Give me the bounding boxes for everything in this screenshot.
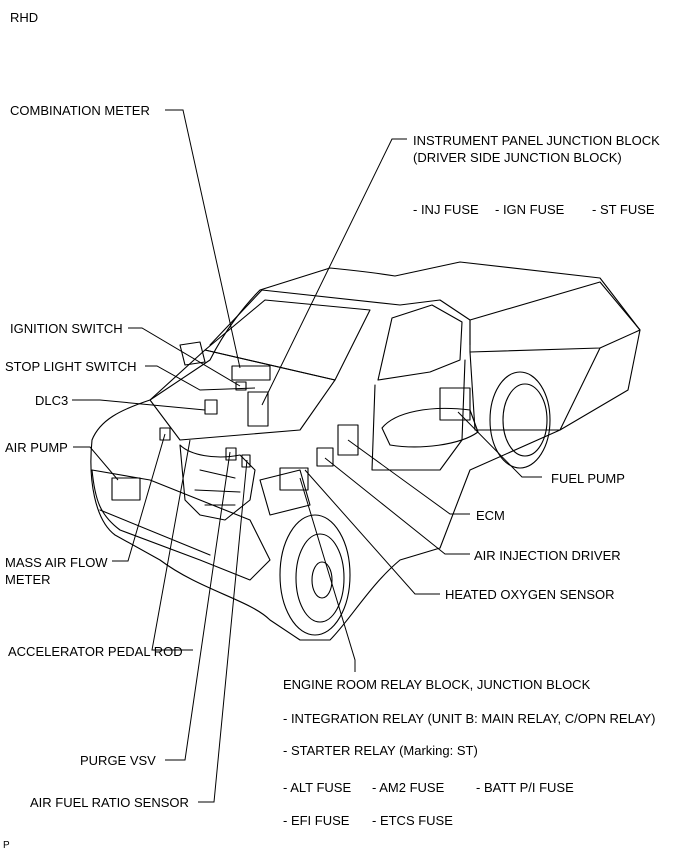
headlight [259, 469, 311, 516]
label-heated-oxygen-sensor: HEATED OXYGEN SENSOR [445, 587, 615, 602]
front-wheel [279, 514, 351, 636]
label-am2-fuse: - AM2 FUSE [372, 780, 445, 795]
front-bumper [91, 469, 271, 581]
label-etcs-fuse: - ETCS FUSE [372, 813, 453, 828]
leader-ip-junction-block [261, 138, 407, 406]
label-ip-junction-block-2: (DRIVER SIDE JUNCTION BLOCK) [413, 150, 622, 165]
leader-ignition-switch [128, 327, 241, 387]
leader-air-injection-driver [324, 457, 470, 555]
leader-maf [112, 433, 166, 562]
truck-body-outline [90, 261, 641, 641]
purge-vsv-part [225, 447, 237, 461]
leader-air-pump [73, 446, 119, 481]
engine [179, 444, 256, 521]
page-marker: P [3, 840, 10, 851]
label-ip-junction-block-1: INSTRUMENT PANEL JUNCTION BLOCK [413, 133, 660, 148]
leader-combination-meter [165, 109, 241, 369]
label-alt-fuse: - ALT FUSE [283, 780, 352, 795]
air-pump-part [111, 477, 141, 501]
ignition-switch-part [235, 381, 247, 391]
windshield [204, 299, 371, 381]
label-ign-fuse: - IGN FUSE [495, 202, 565, 217]
label-purge-vsv: PURGE VSV [80, 753, 156, 768]
dlc3-part [204, 399, 218, 415]
label-accelerator-pedal-rod: ACCELERATOR PEDAL ROD [8, 644, 183, 659]
label-air-pump: AIR PUMP [5, 440, 68, 455]
combination-meter-part [231, 365, 271, 381]
truck-bed [469, 281, 641, 353]
label-batt-pi-fuse: - BATT P/I FUSE [476, 780, 574, 795]
label-combination-meter: COMBINATION METER [10, 103, 150, 118]
label-efi-fuse: - EFI FUSE [283, 813, 350, 828]
rear-wheel [489, 371, 551, 469]
label-starter-relay: - STARTER RELAY (Marking: ST) [283, 743, 478, 758]
air-injection-driver-part [316, 447, 334, 467]
leader-stop-light-switch [145, 365, 256, 391]
door-line [371, 359, 466, 471]
junction-block-part [247, 391, 269, 427]
label-integration-relay: - INTEGRATION RELAY (UNIT B: MAIN RELAY,… [283, 711, 656, 726]
label-mass-air-flow-2: METER [5, 572, 51, 587]
leader-accelerator-pedal-rod [151, 439, 193, 651]
leader-dlc3 [72, 399, 206, 411]
label-air-injection-driver: AIR INJECTION DRIVER [474, 548, 621, 563]
label-engine-room-relay-block: ENGINE ROOM RELAY BLOCK, JUNCTION BLOCK [283, 677, 591, 692]
maf-part [159, 427, 171, 441]
fuel-tank [381, 407, 479, 448]
label-inj-fuse: - INJ FUSE [413, 202, 479, 217]
leader-fuel-pump [457, 411, 542, 478]
label-st-fuse: - ST FUSE [592, 202, 655, 217]
cab-roof [209, 289, 471, 346]
relay-block-part [279, 467, 309, 491]
label-fuel-pump: FUEL PUMP [551, 471, 625, 486]
label-mass-air-flow-1: MASS AIR FLOW [5, 555, 108, 570]
label-ignition-switch: IGNITION SWITCH [10, 321, 123, 336]
leader-heated-oxygen-sensor [304, 469, 440, 595]
leader-engine-room-relay [299, 477, 356, 672]
leader-af-sensor [198, 459, 248, 803]
label-air-fuel-ratio-sensor: AIR FUEL RATIO SENSOR [30, 795, 189, 810]
leader-purge-vsv [165, 451, 231, 761]
fuel-pump-part [439, 387, 471, 421]
label-dlc3: DLC3 [35, 393, 69, 408]
mirror [179, 341, 206, 366]
label-ecm: ECM [476, 508, 505, 523]
orientation-label: RHD [10, 10, 39, 25]
hood [149, 349, 336, 441]
leader-ecm [347, 439, 470, 515]
side-window [377, 304, 463, 381]
ecm-part [337, 424, 359, 456]
label-stop-light-switch: STOP LIGHT SWITCH [5, 359, 137, 374]
